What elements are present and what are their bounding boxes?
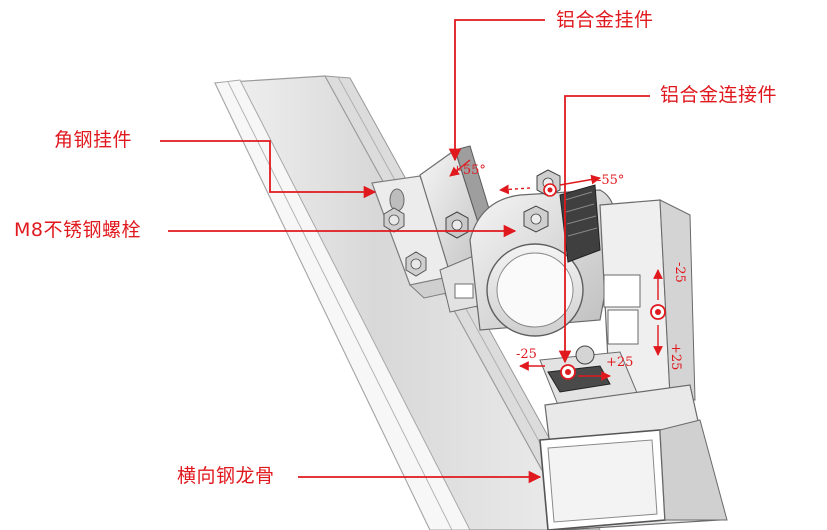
horizontal-steel-keel <box>539 384 728 530</box>
label-minus-25-side: -25 <box>672 262 687 283</box>
callout-aluminum-hanger: 铝合金挂件 <box>556 9 654 31</box>
callout-angle-steel-hanger: 角钢挂件 <box>54 129 133 151</box>
angle-marks <box>449 159 666 381</box>
m8-bolts <box>383 207 469 277</box>
angle-labels: +55° -55° -25 +25 -25 +25 <box>452 163 687 370</box>
label-plus-25-bottom: +25 <box>606 355 633 370</box>
label-plus-25-side: +25 <box>668 343 683 370</box>
label-plus-55: +55° <box>452 163 486 178</box>
label-minus-25-bottom: -25 <box>516 347 537 362</box>
callout-aluminum-connector: 铝合金连接件 <box>660 84 778 106</box>
leader-lines <box>160 19 650 484</box>
callout-horizontal-keel: 横向钢龙骨 <box>177 465 275 487</box>
label-minus-55: -55° <box>597 173 624 188</box>
callout-m8-bolt: M8不锈钢螺栓 <box>14 219 141 241</box>
